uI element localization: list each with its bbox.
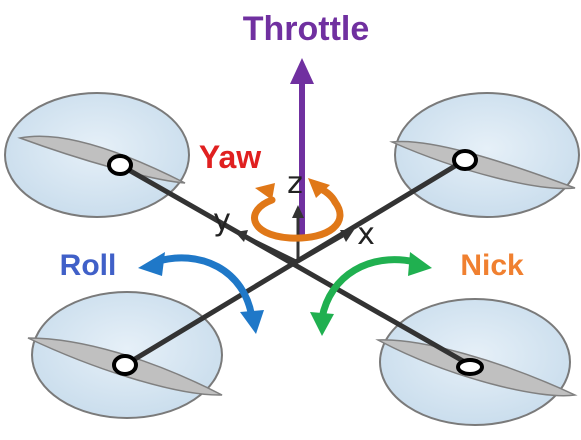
- axis-z-label: z: [287, 166, 303, 201]
- body-axes: [235, 205, 354, 264]
- throttle-label: Throttle: [243, 10, 370, 48]
- axis-x-label: x: [357, 217, 375, 252]
- roll-label: Roll: [60, 249, 117, 282]
- axis-y-label: y: [213, 203, 231, 238]
- yaw-arrowhead-2: [308, 178, 330, 198]
- yaw-label: Yaw: [199, 139, 261, 175]
- rotor-front-right: [389, 92, 580, 218]
- throttle-arrow: [290, 58, 314, 240]
- motor-hubs: [107, 149, 484, 376]
- nick-label: Nick: [460, 249, 524, 282]
- rotor-front-left: [4, 92, 190, 218]
- roll-rotation-arrow: [138, 252, 264, 334]
- yaw-arrowhead: [255, 183, 275, 200]
- nick-rotation-arrow: [310, 252, 432, 336]
- frame-arms: [117, 157, 473, 368]
